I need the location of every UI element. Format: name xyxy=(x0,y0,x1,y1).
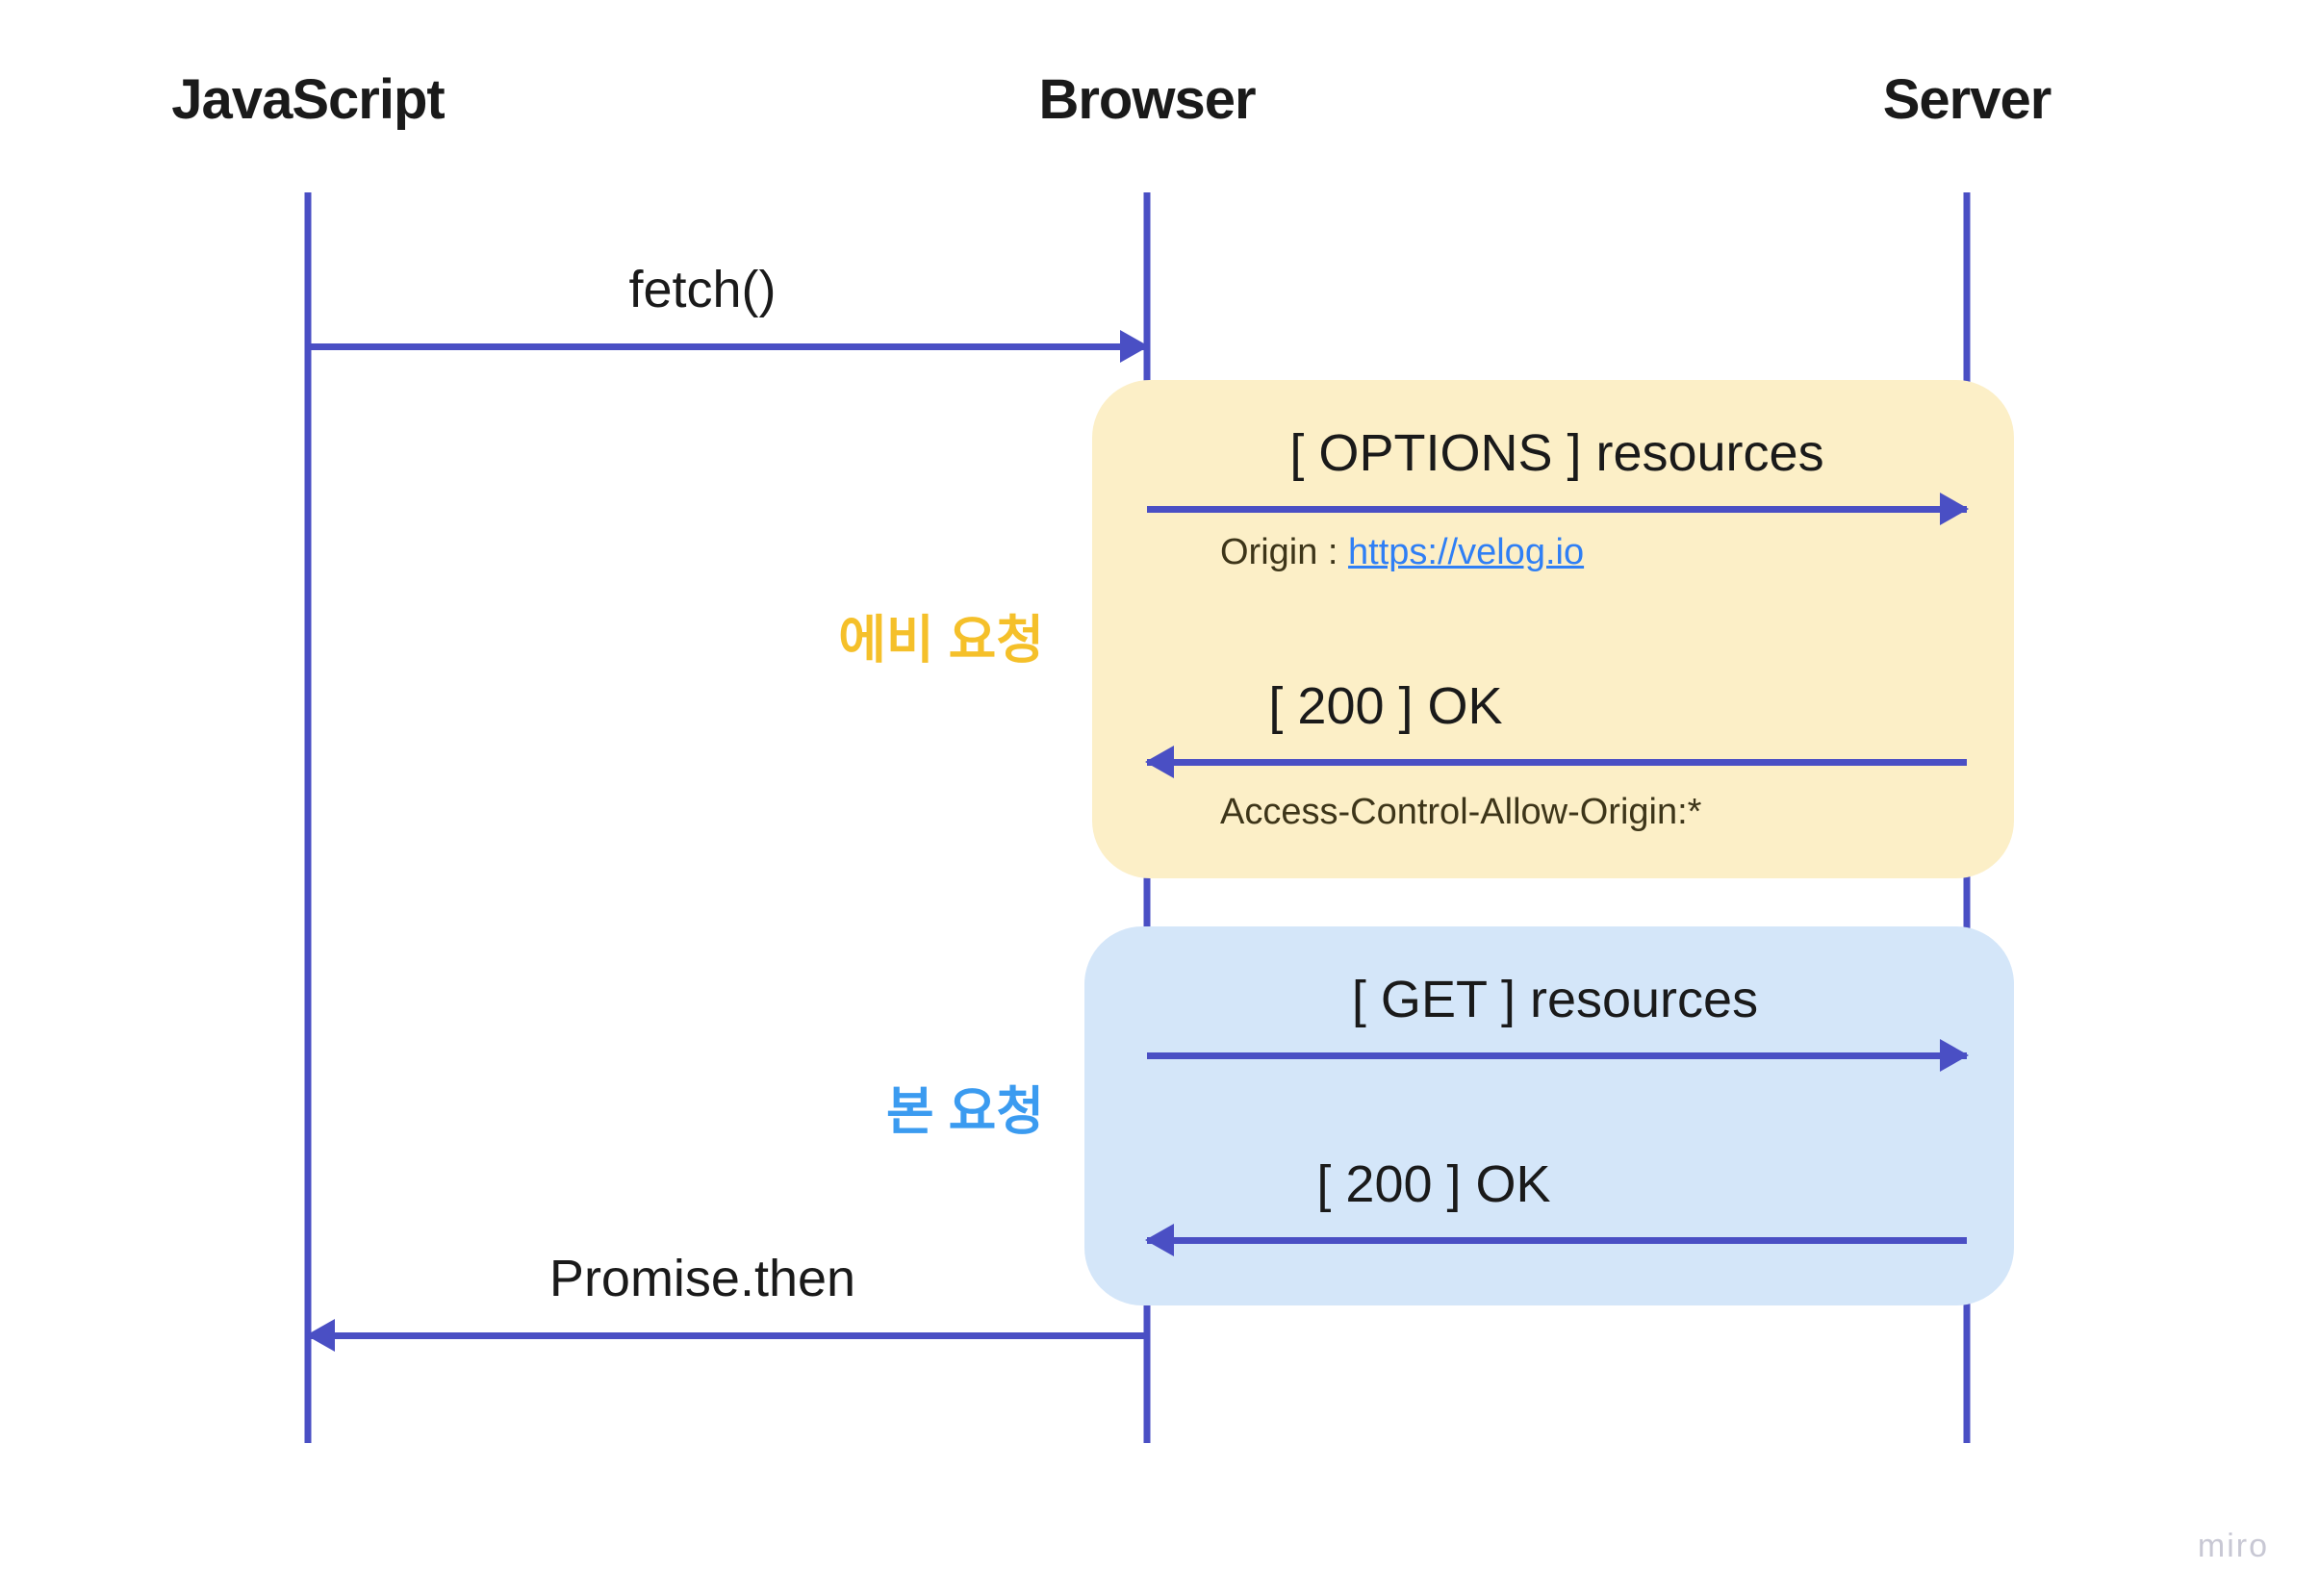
arrow-head-right-icon xyxy=(1120,330,1149,363)
message-label-get-response: [ 200 ] OK xyxy=(1316,1155,1551,1213)
note-access-control-allow-origin: Access-Control-Allow-Origin:* xyxy=(1220,792,1702,832)
arrow-shaft xyxy=(308,343,1147,350)
group-caption-main-request: 본 요청 xyxy=(885,1082,1044,1141)
arrow-shaft xyxy=(1147,506,1967,513)
miro-watermark: miro xyxy=(2197,1528,2269,1564)
arrow-shaft xyxy=(1147,759,1967,766)
note-origin-prefix: Origin : xyxy=(1220,532,1349,572)
group-caption-preflight: 에비 요청 xyxy=(838,611,1044,670)
group-box-preflight xyxy=(1092,380,2014,878)
note-origin-header: Origin : https://velog.io xyxy=(1220,532,1584,573)
arrow-head-left-icon xyxy=(1145,746,1174,778)
message-label-promise-then: Promise.then xyxy=(548,1250,856,1307)
arrow-shaft xyxy=(1147,1237,1967,1244)
actor-label-javascript: JavaScript xyxy=(171,68,445,131)
message-label-get: [ GET ] resources xyxy=(1351,971,1759,1028)
arrow-shaft xyxy=(308,1332,1147,1339)
message-label-options: [ OPTIONS ] resources xyxy=(1289,424,1824,482)
message-label-fetch: fetch() xyxy=(628,261,777,318)
arrow-head-left-icon xyxy=(1145,1224,1174,1256)
message-label-options-response: [ 200 ] OK xyxy=(1268,677,1503,735)
actor-label-server: Server xyxy=(1882,68,2052,131)
arrow-shaft xyxy=(1147,1052,1967,1059)
actor-label-browser: Browser xyxy=(1038,68,1256,131)
arrow-head-right-icon xyxy=(1940,493,1969,525)
arrow-head-right-icon xyxy=(1940,1039,1969,1072)
arrow-head-left-icon xyxy=(306,1319,335,1352)
note-origin-url-link[interactable]: https://velog.io xyxy=(1348,532,1585,572)
lifeline-javascript xyxy=(304,192,312,1443)
